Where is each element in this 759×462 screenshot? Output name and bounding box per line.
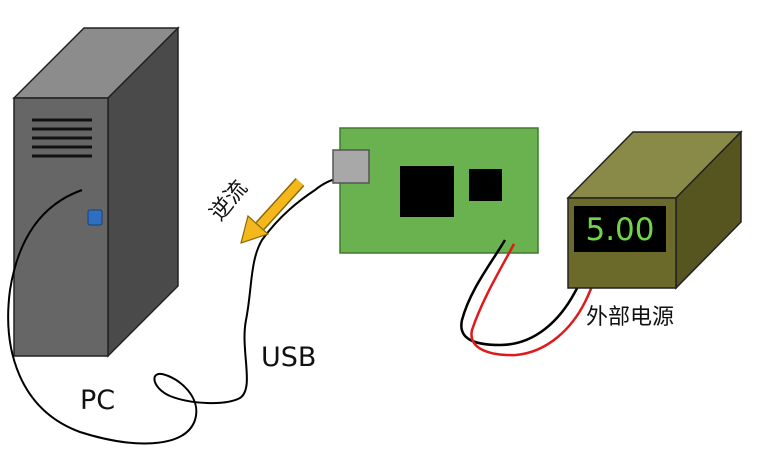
label-pc: PC	[80, 385, 115, 416]
backflow-arrow	[240, 177, 305, 244]
label-backflow: 逆流	[205, 176, 252, 226]
secondary-chip	[469, 169, 502, 201]
pc-vent-grille	[32, 118, 92, 158]
power-supply: 5.00	[566, 130, 743, 290]
main-chip	[400, 166, 454, 217]
label-usb: USB	[261, 342, 316, 373]
label-external-power: 外部电源	[586, 305, 674, 330]
power-wire-red	[470, 243, 598, 357]
power-supply-display-value: 5.00	[585, 212, 654, 248]
circuit-board	[332, 127, 539, 254]
power-supply-display	[574, 206, 666, 252]
pc-tower-front	[13, 97, 109, 357]
pc-power-led	[87, 209, 103, 226]
pc-tower	[12, 26, 180, 358]
usb-cable	[7, 177, 339, 445]
usb-port	[332, 149, 370, 184]
